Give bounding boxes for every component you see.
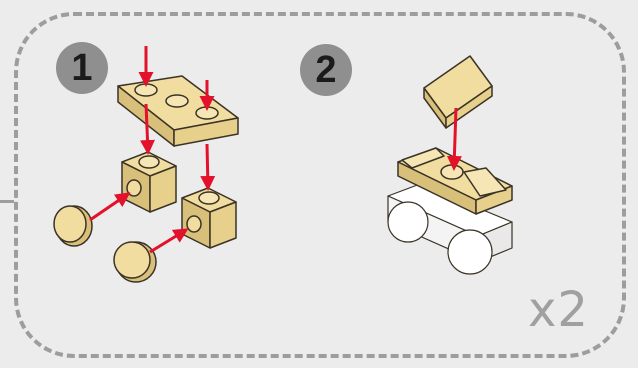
step2-slope-piece	[424, 56, 492, 128]
step1-round-tile-right	[114, 242, 156, 282]
step1-headlight-brick-right	[182, 188, 236, 248]
quantity-multiplier: x2	[528, 282, 589, 338]
step2-arrow	[454, 108, 456, 168]
step1-headlight-brick-left	[122, 152, 176, 212]
step1-tan-plate	[118, 76, 238, 146]
step1-round-tile-left	[54, 206, 92, 246]
